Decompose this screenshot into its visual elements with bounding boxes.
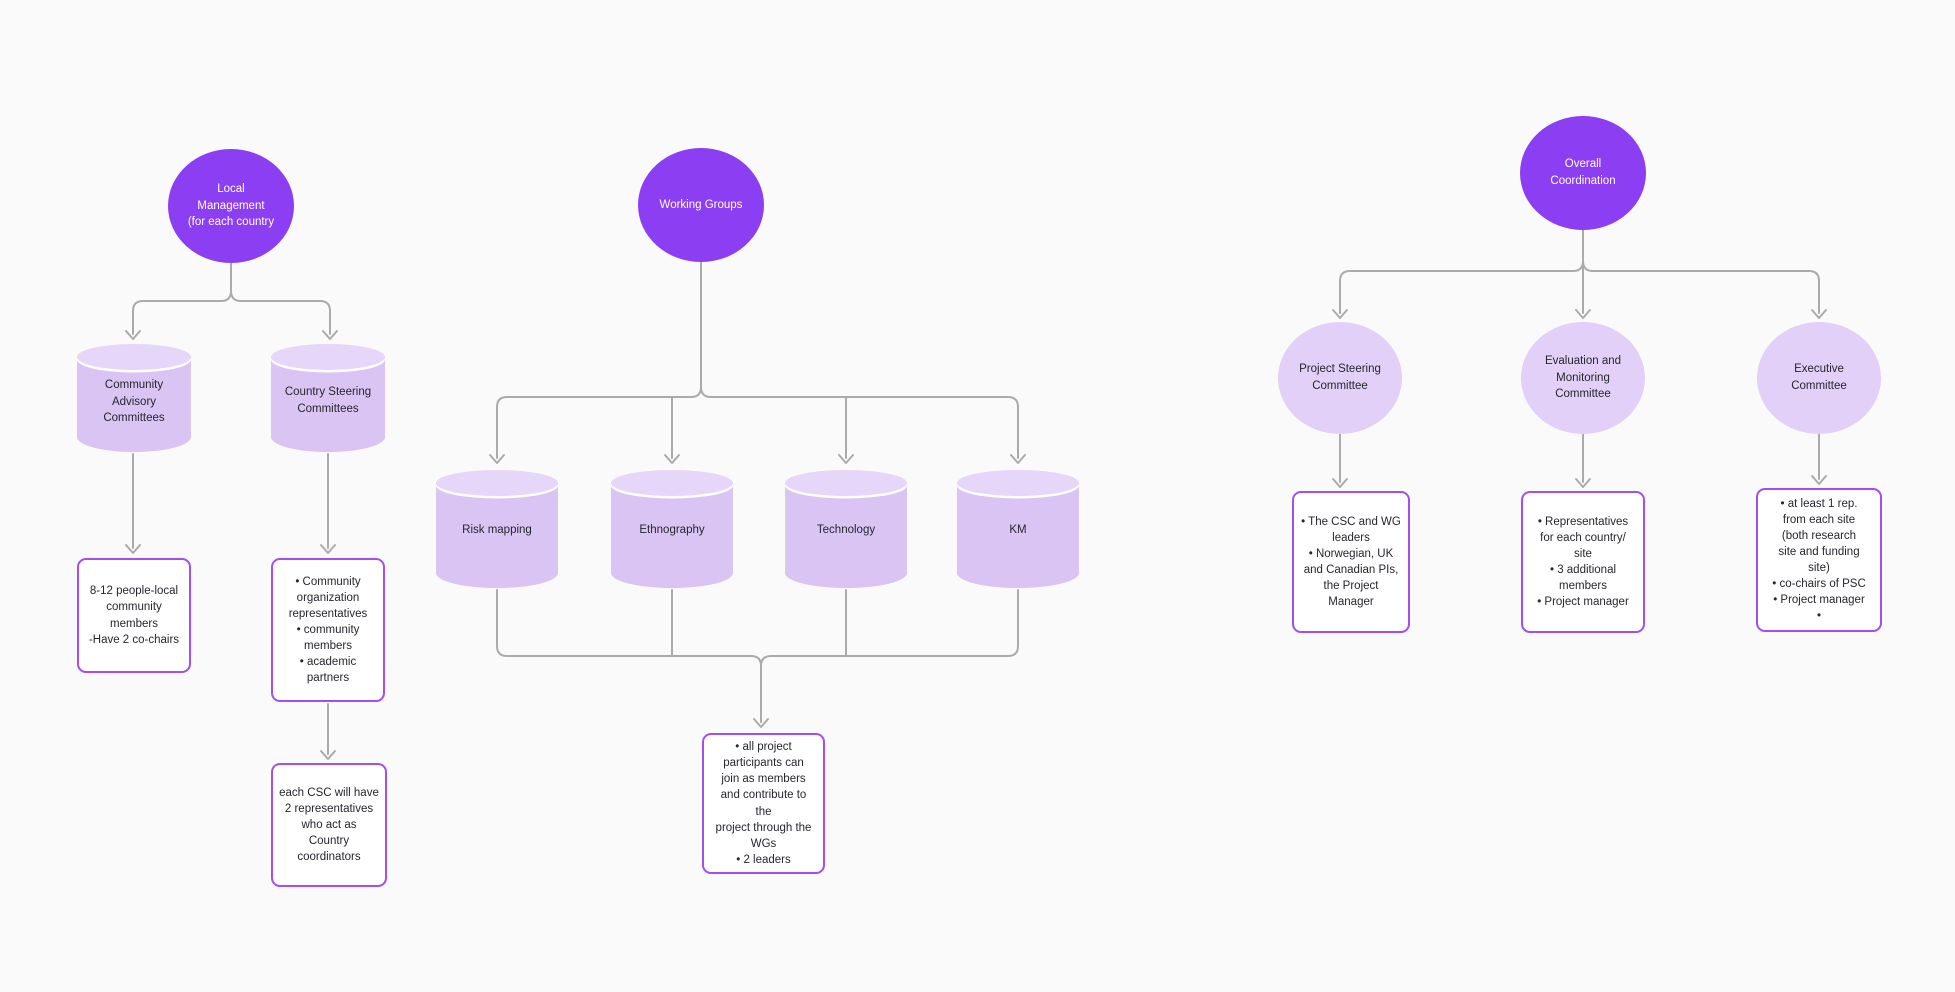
cylinder-label: KM — [1009, 523, 1027, 536]
note-working-groups-membership[interactable]: • all project participants can join as m… — [702, 733, 825, 874]
cylinder-top-ellipse — [785, 470, 907, 496]
cylinder-top-ellipse — [77, 344, 191, 370]
cylinder-body — [611, 483, 733, 588]
connector — [496, 589, 762, 723]
cylinder-top-ellipse — [611, 470, 733, 496]
circle-label: Project Steering Committee — [1299, 363, 1381, 392]
cylinder-community-advisory-committees[interactable]: Community Advisory Committees — [77, 344, 191, 452]
cylinder-body — [785, 483, 907, 588]
arrowhead — [1811, 475, 1827, 485]
connector — [1582, 229, 1820, 314]
arrowhead — [489, 454, 505, 464]
arrowhead — [664, 454, 680, 464]
circle-label: Evaluation and Monitoring Committee — [1544, 354, 1622, 401]
circle-label: Executive Committee — [1791, 363, 1847, 392]
connector — [760, 589, 1019, 723]
connector — [700, 261, 1019, 459]
arrowhead — [1811, 309, 1827, 319]
cylinder-label: Risk mapping — [462, 523, 532, 536]
note-text: • at least 1 rep. from each site (both r… — [1772, 497, 1866, 623]
note-text: • all project participants can join as m… — [715, 741, 812, 866]
cylinder-body — [436, 483, 558, 588]
cylinder-top-ellipse — [436, 470, 558, 496]
arrowhead — [1332, 309, 1348, 319]
note-text: • Representatives for each country/ site… — [1537, 515, 1629, 609]
arrowhead — [125, 544, 141, 554]
cylinder-label: Country Steering Committees — [284, 385, 372, 415]
connector — [230, 262, 331, 335]
arrowhead — [1575, 478, 1591, 488]
note-text: • The CSC and WG leaders • Norwegian, UK… — [1301, 515, 1401, 609]
note-emc-members[interactable]: • Representatives for each country/ site… — [1521, 491, 1645, 633]
circle-working-groups-label: Working Groups — [659, 198, 743, 211]
note-community-advisory-members[interactable]: 8-12 people-local community members -Hav… — [77, 558, 191, 673]
cylinder-risk-mapping[interactable]: Risk mapping — [436, 470, 558, 588]
note-csc-coordinators[interactable]: each CSC will have 2 representatives who… — [271, 763, 387, 887]
note-text: • Community organization representatives… — [288, 575, 368, 685]
note-psc-members[interactable]: • The CSC and WG leaders • Norwegian, UK… — [1292, 491, 1410, 633]
circle-working-groups[interactable]: Working Groups — [638, 148, 764, 262]
circle-local-management[interactable]: Local Management (for each country — [168, 149, 294, 263]
arrowhead — [1575, 309, 1591, 319]
cylinder-label: Technology — [816, 523, 876, 536]
circle-executive-committee[interactable]: Executive Committee — [1757, 322, 1881, 434]
circle-local-management-label: Local Management (for each country — [187, 182, 275, 229]
cylinder-km[interactable]: KM — [957, 470, 1079, 588]
arrowhead — [322, 330, 338, 340]
circle-evaluation-monitoring-committee[interactable]: Evaluation and Monitoring Committee — [1521, 322, 1645, 434]
cylinder-label: Community Advisory Committees — [103, 378, 165, 425]
circle-project-steering-committee[interactable]: Project Steering Committee — [1278, 322, 1402, 434]
arrowhead — [1332, 478, 1348, 488]
cylinder-top-ellipse — [957, 470, 1079, 496]
connector — [496, 261, 702, 459]
note-text: each CSC will have 2 representatives who… — [279, 786, 379, 864]
cylinder-country-steering-committees[interactable]: Country Steering Committees — [271, 344, 385, 452]
circle-overall-coordination-label: Overall Coordination — [1550, 158, 1616, 187]
cylinder-body — [271, 357, 385, 452]
connector — [1339, 229, 1584, 314]
arrowhead — [320, 750, 336, 760]
circle-overall-coordination[interactable]: Overall Coordination — [1520, 116, 1646, 230]
cylinder-label: Ethnography — [639, 523, 705, 536]
note-text: 8-12 people-local community members -Hav… — [88, 585, 180, 646]
note-country-steering-members[interactable]: • Community organization representatives… — [271, 558, 385, 702]
cylinder-body — [77, 357, 191, 452]
note-ec-members[interactable]: • at least 1 rep. from each site (both r… — [1756, 488, 1882, 632]
cylinder-body — [957, 483, 1079, 588]
arrowhead — [838, 454, 854, 464]
arrowhead — [753, 718, 769, 728]
cylinder-technology[interactable]: Technology — [785, 470, 907, 588]
arrowhead — [320, 544, 336, 554]
connector — [132, 262, 232, 335]
arrowhead — [125, 330, 141, 340]
cylinder-ethnography[interactable]: Ethnography — [611, 470, 733, 588]
cylinder-top-ellipse — [271, 344, 385, 370]
arrowhead — [1010, 454, 1026, 464]
